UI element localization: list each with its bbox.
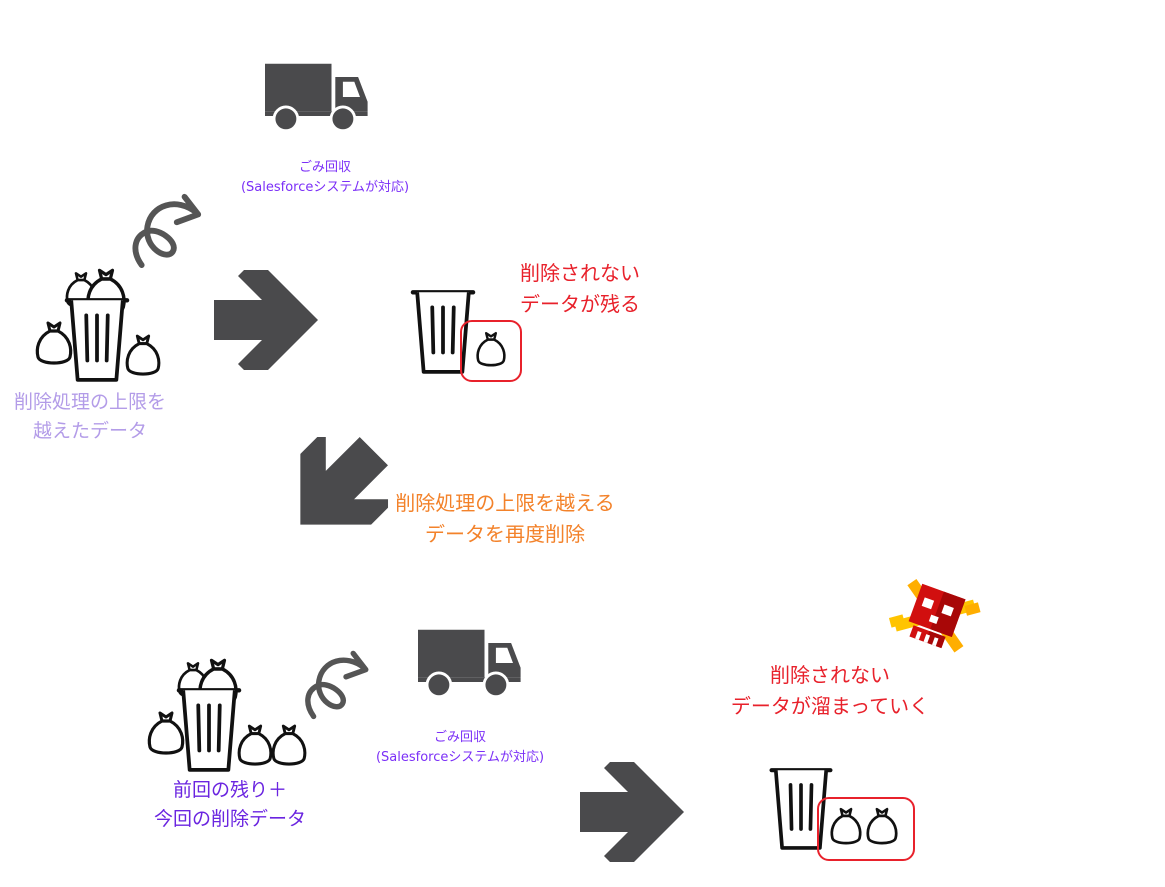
truck-icon (265, 62, 379, 132)
remaining-label-line1: 削除されない (520, 261, 640, 285)
accumulating-data-label: 削除されない データが溜まっていく (700, 660, 960, 722)
retry-label-line2: データを再度削除 (425, 522, 585, 546)
truck-icon (418, 628, 532, 698)
accumulated-data-label: 前回の残り＋ 今回の削除データ (130, 776, 330, 835)
truck-caption-1: ごみ回収 (Salesforceシステムが対応) (210, 158, 440, 198)
retry-label-line1: 削除処理の上限を越える (395, 491, 615, 515)
truck-caption-2-line2: (Salesforceシステムが対応) (375, 750, 545, 766)
overflow-label-line1: 削除処理の上限を (13, 391, 166, 413)
remaining-label-line2: データが残る (520, 292, 640, 316)
curly-arrow-icon (298, 648, 376, 720)
skull-crossbones-icon (888, 570, 982, 662)
arrow-right-icon (580, 762, 690, 862)
overflow-label-line2: 越えたデータ (32, 420, 147, 443)
truck-caption-2-line1: ごみ回収 (433, 730, 486, 745)
truck-caption-2: ごみ回収 (Salesforceシステムが対応) (345, 728, 575, 768)
accumulating-label-line1: 削除されない (770, 663, 890, 687)
remaining-bag-highlight (460, 320, 522, 382)
arrow-right-icon (214, 270, 324, 370)
accumulated-bags-highlight (817, 797, 915, 861)
pile-label-line1: 前回の残り＋ (172, 779, 287, 801)
accumulating-label-line2: データが溜まっていく (730, 694, 930, 718)
overflow-data-label: 削除処理の上限を 越えたデータ (0, 388, 180, 447)
truck-caption-1-line2: (Salesforceシステムが対応) (240, 180, 410, 196)
truck-caption-1-line1: ごみ回収 (298, 160, 351, 175)
remaining-data-label: 削除されない データが残る (500, 258, 660, 320)
retry-delete-label: 削除処理の上限を越える データを再度削除 (370, 488, 640, 550)
pile-label-line2: 今回の削除データ (153, 808, 306, 831)
accumulated-trash-icon (146, 656, 310, 774)
overflowing-trash-icon (34, 266, 164, 384)
curly-arrow-icon (128, 190, 206, 270)
